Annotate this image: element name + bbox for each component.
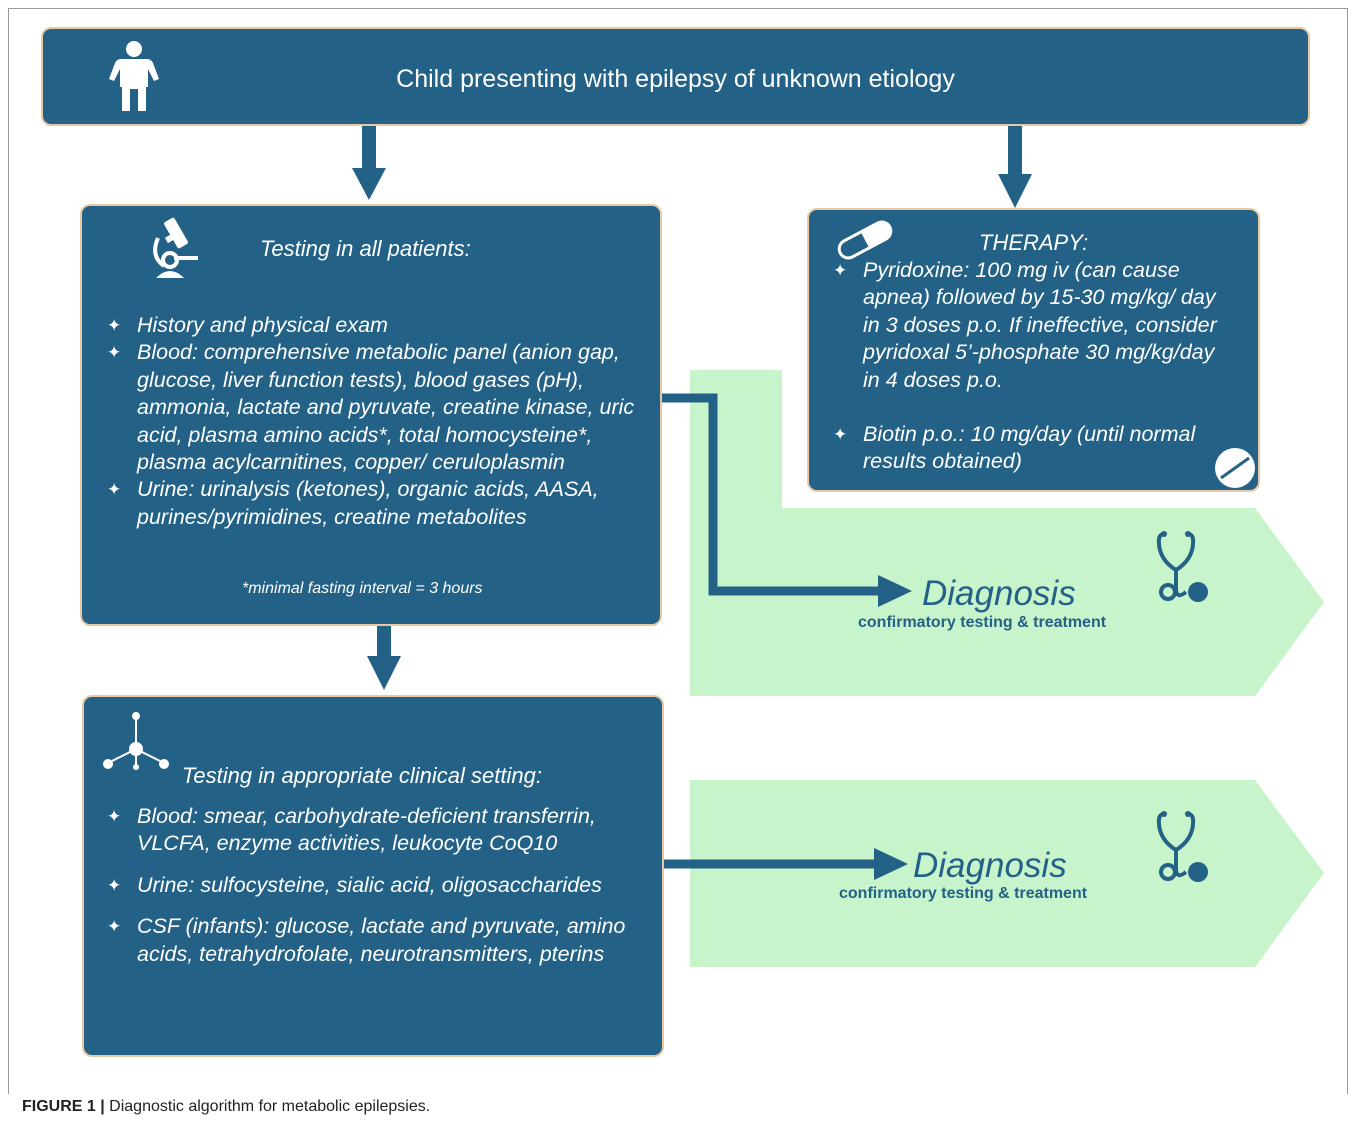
top-box: Child presenting with epilepsy of unknow… <box>41 27 1310 126</box>
pill-capsule-icon <box>837 220 893 260</box>
testing-clinical-box: Testing in appropriate clinical setting:… <box>82 695 664 1057</box>
stethoscope-icon <box>1156 531 1208 602</box>
arrowhead-diagnosis-2 <box>874 848 908 880</box>
diagnosis-1-band <box>690 370 1324 696</box>
caption-text: Diagnostic algorithm for metabolic epile… <box>104 1098 431 1115</box>
arrow-to-therapy <box>998 174 1032 208</box>
list-item: ✦History and physical exam <box>107 313 388 337</box>
list-item: ✦Urine: sulfocysteine, sialic acid, olig… <box>107 872 602 897</box>
diagnosis-2-label: Diagnosis <box>913 846 1067 885</box>
therapy-heading: THERAPY: <box>979 230 1089 255</box>
figure-frame <box>8 8 1348 1094</box>
list-item: ✦CSF (infants): glucose, lactate and pyr… <box>107 914 626 966</box>
testing-clinical-list: ✦Blood: smear, carbohydrate-deficient tr… <box>107 803 652 968</box>
testing-all-list: ✦History and physical exam ✦Blood: compr… <box>107 312 647 531</box>
diagnosis-1-subtitle: confirmatory testing & treatment <box>858 614 1107 631</box>
testing-all-heading: Testing in all patients: <box>260 236 471 261</box>
testing-all-box: Testing in all patients: ✦History and ph… <box>80 204 662 626</box>
diagnosis-1-label: Diagnosis <box>922 574 1076 613</box>
fasting-note: *minimal fasting interval = 3 hours <box>242 580 483 597</box>
stethoscope-icon <box>1156 811 1208 882</box>
figure-caption: FIGURE 1 | Diagnostic algorithm for meta… <box>22 1098 430 1116</box>
list-item: ✦Biotin p.o.: 10 mg/day (until normal re… <box>833 422 1196 474</box>
arrow-to-testing-all <box>352 168 386 200</box>
child-icon <box>109 41 159 111</box>
list-item: ✦Blood: comprehensive metabolic panel (a… <box>107 340 635 475</box>
list-item: ✦Pyridoxine: 100 mg iv (can cause apnea)… <box>833 258 1217 392</box>
molecule-icon <box>103 712 169 770</box>
arrowhead-diagnosis-1 <box>878 575 912 607</box>
therapy-box: THERAPY: ✦Pyridoxine: 100 mg iv (can cau… <box>807 208 1260 492</box>
therapy-list: ✦Pyridoxine: 100 mg iv (can cause apnea)… <box>833 257 1233 476</box>
pill-tablet-icon <box>1215 448 1255 488</box>
caption-label: FIGURE 1 | <box>22 1098 105 1115</box>
microscope-icon <box>153 217 198 278</box>
list-item: ✦Blood: smear, carbohydrate-deficient tr… <box>107 804 596 856</box>
diagnosis-2-subtitle: confirmatory testing & treatment <box>839 885 1088 902</box>
arrow-to-testing-clinical <box>367 656 401 690</box>
diagnosis-2-band <box>690 780 1324 967</box>
connector-to-diagnosis-1 <box>660 393 880 596</box>
list-item: ✦Urine: urinalysis (ketones), organic ac… <box>107 477 599 529</box>
top-box-title: Child presenting with epilepsy of unknow… <box>396 65 955 93</box>
testing-clinical-heading: Testing in appropriate clinical setting: <box>182 763 542 788</box>
